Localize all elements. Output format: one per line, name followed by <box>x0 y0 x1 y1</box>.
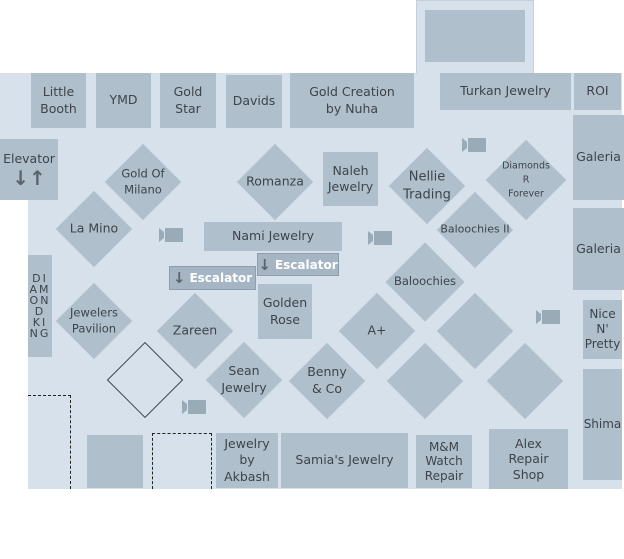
vacant-space-left <box>28 395 71 489</box>
elevator-label: Elevator <box>3 151 55 167</box>
store-label: Romanza <box>246 173 304 189</box>
up-down-arrows-icon: ↓↑ <box>12 165 46 190</box>
store-diamond-king[interactable]: DIAMOND KING <box>28 255 52 357</box>
store-mm-watch-repair[interactable]: M&M Watch Repair <box>416 435 472 488</box>
security-camera-icon <box>182 400 206 414</box>
security-camera-icon <box>159 228 183 242</box>
store-naleh-jewelry[interactable]: Naleh Jewelry <box>323 152 378 206</box>
store-label: Baloochies <box>393 274 457 289</box>
floor-main <box>28 73 622 489</box>
store-label: Sean Jewelry <box>221 363 267 395</box>
store-nami-jewelry[interactable]: Nami Jewelry <box>204 222 342 251</box>
store-label: Jewelers Pavilion <box>70 305 118 335</box>
store-golden-rose[interactable]: Golden Rose <box>258 284 312 339</box>
unnamed-store[interactable] <box>87 435 143 488</box>
store-jewelry-by-akbash[interactable]: Jewelry by Akbash <box>216 433 278 488</box>
diamond-king-label: DIAMOND KING <box>29 272 51 340</box>
store-gold-creation[interactable]: Gold Creation by Nuha <box>290 73 414 128</box>
down-arrow-icon: ↓ <box>258 255 271 274</box>
security-camera-icon <box>462 138 486 152</box>
escalator-right-label: Escalator <box>274 257 338 272</box>
store-label: Baloochies II <box>440 222 510 236</box>
elevator[interactable]: Elevator ↓↑ <box>0 139 58 200</box>
store-label: Gold Of Milano <box>121 166 165 196</box>
store-davids[interactable]: Davids <box>226 75 282 128</box>
store-little-booth[interactable]: Little Booth <box>31 73 86 128</box>
store-label: Nellie Trading <box>403 169 451 202</box>
store-label: Diamonds R Forever <box>502 160 550 199</box>
store-galeria-1[interactable]: Galeria <box>573 115 624 200</box>
annex-block <box>425 10 525 62</box>
store-roi[interactable]: ROI <box>574 73 621 110</box>
store-label: Zareen <box>172 322 218 338</box>
escalator-left[interactable]: ↓Escalator <box>169 266 256 290</box>
store-gold-star[interactable]: Gold Star <box>160 73 216 128</box>
down-arrow-icon: ↓ <box>172 269 186 287</box>
store-label: A+ <box>367 322 387 338</box>
security-camera-icon <box>536 310 560 324</box>
store-galeria-2[interactable]: Galeria <box>573 208 624 290</box>
store-ymd[interactable]: YMD <box>96 73 151 128</box>
store-nice-n-pretty[interactable]: Nice N' Pretty <box>583 300 622 359</box>
store-label: La Mino <box>69 220 119 236</box>
security-camera-icon <box>368 231 392 245</box>
store-turkan-jewelry[interactable]: Turkan Jewelry <box>440 73 571 110</box>
escalator-left-label: Escalator <box>189 271 253 285</box>
store-label: Benny & Co <box>307 364 347 396</box>
store-alex-repair-shop[interactable]: Alex Repair Shop <box>489 429 568 489</box>
escalator-right[interactable]: ↓Escalator <box>257 253 339 276</box>
vacant-space-center <box>152 433 212 489</box>
store-shima[interactable]: Shima <box>583 369 622 480</box>
store-samias-jewelry[interactable]: Samia's Jewelry <box>281 433 408 488</box>
